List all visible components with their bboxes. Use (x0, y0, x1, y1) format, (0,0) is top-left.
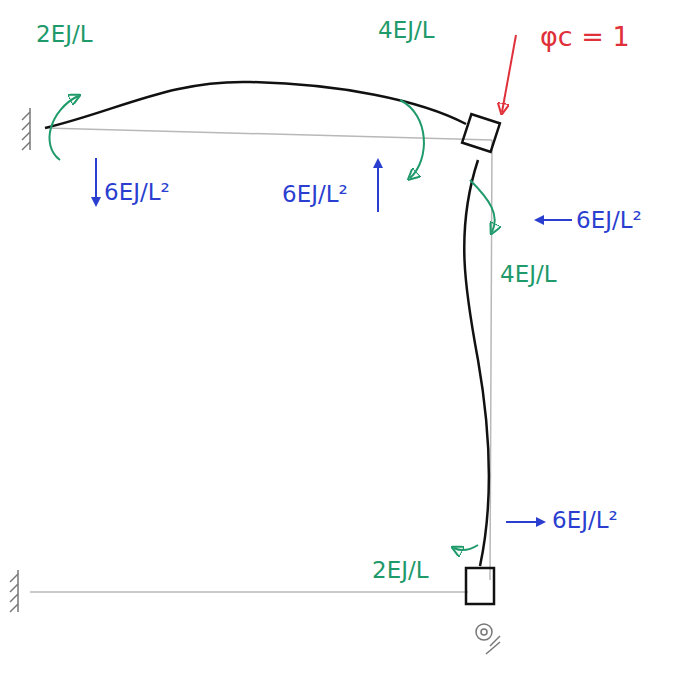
hinge-support (476, 624, 500, 654)
fixed-support (10, 108, 30, 612)
deformed-shape (45, 82, 500, 604)
moment-arrow (50, 96, 495, 550)
moment-label: 2EJ/L (372, 558, 429, 583)
force-label: 6EJ/L² (104, 180, 170, 205)
rotation-label: φc = 1 (540, 22, 630, 52)
undeformed-frame (30, 128, 492, 592)
moment-label: 4EJ/L (500, 262, 557, 287)
moment-label: 2EJ/L (36, 22, 93, 47)
force-label: 6EJ/L² (576, 208, 642, 233)
force-arrow (96, 158, 572, 522)
moment-label: 4EJ/L (378, 18, 435, 43)
force-label: 6EJ/L² (552, 508, 618, 533)
force-label: 6EJ/L² (282, 182, 348, 207)
imposed-rotation-arrow (502, 35, 516, 112)
